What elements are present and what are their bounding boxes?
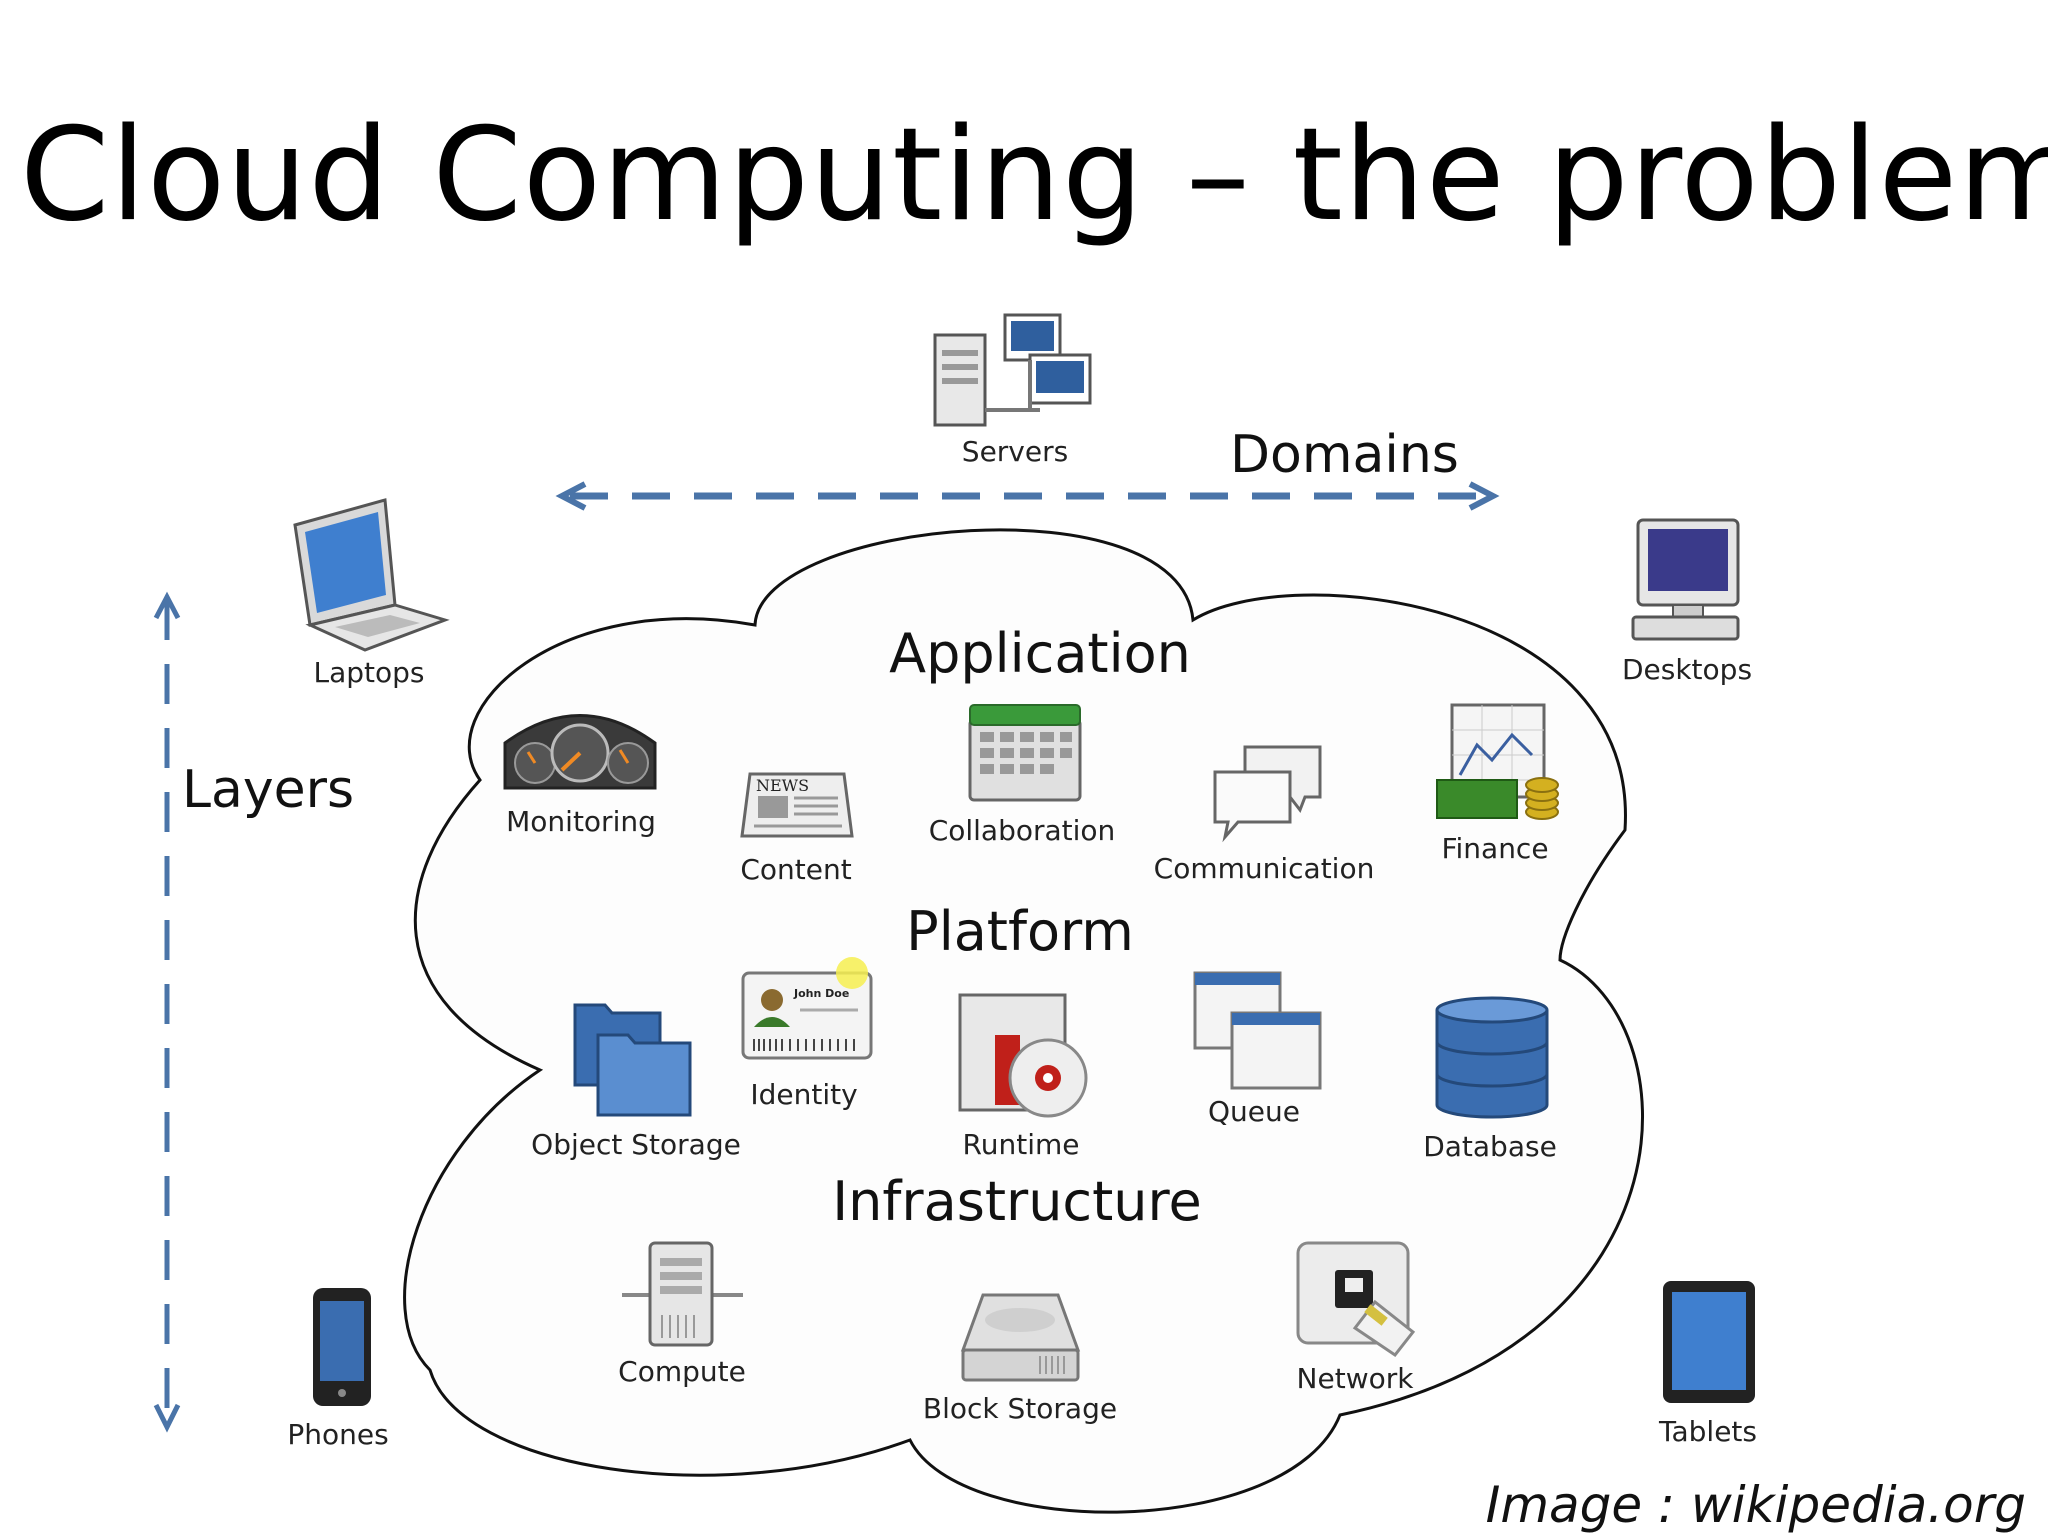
communication-label: Communication — [1153, 852, 1375, 885]
network-icon — [1296, 1241, 1416, 1358]
layers-arrow-bottom-head — [153, 1403, 181, 1433]
runtime-icon — [958, 993, 1088, 1118]
compute-icon — [622, 1241, 743, 1347]
desktop-icon — [1631, 518, 1740, 641]
layers-arrow-top-head — [153, 591, 181, 620]
news-icon-text: NEWS — [756, 776, 810, 795]
laptop-icon — [293, 498, 450, 652]
finance-label: Finance — [1441, 832, 1549, 865]
collaboration-label: Collaboration — [928, 814, 1116, 847]
compute-label: Compute — [618, 1355, 746, 1388]
identity-icon: John Doe — [740, 955, 880, 1065]
laptops-label: Laptops — [313, 656, 425, 689]
layer-heading-platform: Platform — [906, 900, 1134, 963]
queue-label: Queue — [1208, 1095, 1300, 1128]
communication-icon — [1213, 745, 1322, 843]
page-title: Cloud Computing – the problem — [20, 101, 2048, 250]
collaboration-icon — [968, 704, 1082, 802]
network-label: Network — [1296, 1362, 1414, 1395]
domains-arrow-right-head — [1468, 481, 1500, 511]
monitoring-label: Monitoring — [506, 805, 656, 838]
layer-heading-infrastructure: Infrastructure — [832, 1170, 1202, 1233]
runtime-label: Runtime — [962, 1128, 1080, 1161]
content-icon: NEWS — [738, 770, 856, 840]
identity-label: Identity — [750, 1078, 858, 1111]
queue-icon — [1193, 971, 1322, 1090]
block-storage-label: Block Storage — [922, 1392, 1118, 1425]
servers-label: Servers — [961, 435, 1069, 468]
desktops-label: Desktops — [1621, 653, 1753, 686]
block-storage-icon — [960, 1293, 1081, 1382]
database-icon — [1435, 996, 1549, 1119]
layer-heading-application: Application — [889, 622, 1191, 685]
tablet-icon — [1663, 1281, 1755, 1403]
monitoring-icon — [503, 714, 657, 790]
image-credit: Image : wikipedia.org — [1485, 1476, 2026, 1534]
phone-icon — [313, 1288, 371, 1406]
database-label: Database — [1423, 1130, 1557, 1163]
domains-label: Domains — [1230, 425, 1459, 485]
servers-icon — [933, 313, 1092, 427]
phones-label: Phones — [287, 1418, 389, 1451]
content-label: Content — [740, 853, 852, 886]
id-card-name: John Doe — [794, 987, 850, 1000]
layers-label: Layers — [182, 760, 355, 820]
domains-arrow-left-head — [555, 481, 587, 511]
tablets-label: Tablets — [1659, 1415, 1757, 1448]
finance-icon — [1436, 703, 1559, 820]
object-storage-label: Object Storage — [531, 1128, 741, 1161]
object-storage-icon — [573, 1003, 692, 1117]
